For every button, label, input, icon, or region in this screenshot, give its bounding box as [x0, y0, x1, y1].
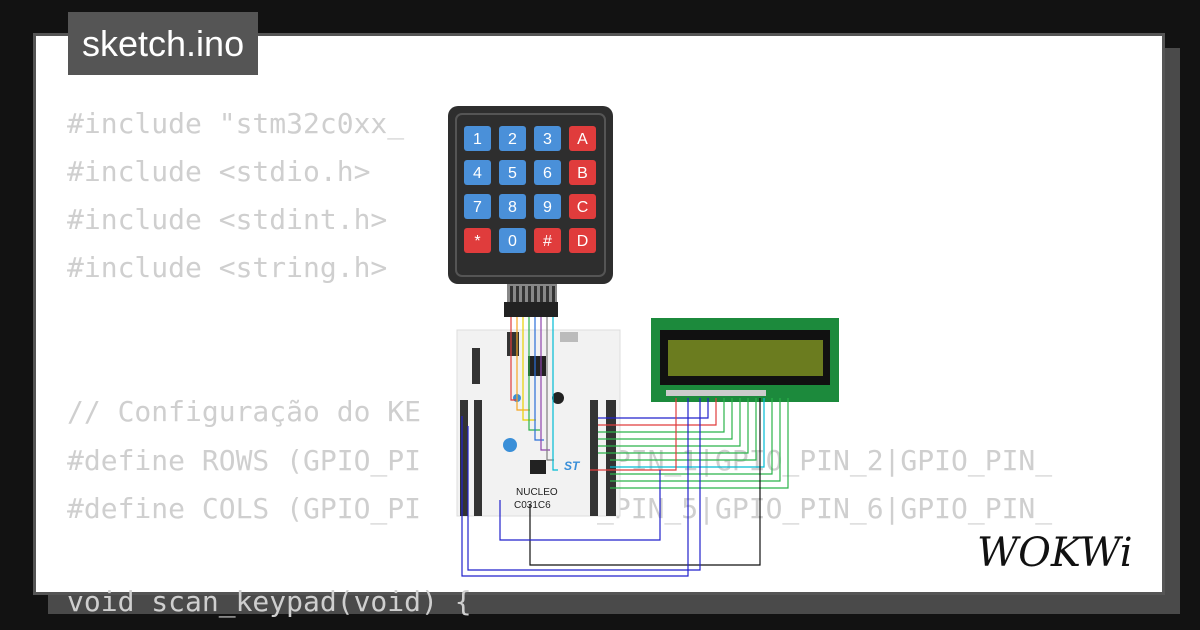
circuit-diagram: 1 2 3 A 4 5 6 B 7 8 9 C * 0 # D ST NUCLEO C031C6: [448, 106, 839, 577]
wokwi-logo: WOKWi: [977, 530, 1133, 576]
keypad-key-D[interactable]: [569, 228, 596, 253]
board-brand: ST: [564, 459, 581, 473]
code-line-2: #include <stdio.h>: [67, 155, 371, 188]
keypad-key-label: 6: [543, 165, 552, 182]
keypad-key-9[interactable]: [534, 194, 561, 219]
keypad-key-label: 3: [543, 131, 552, 148]
code-line-8: #define ROWS (GPIO_PI: [67, 444, 422, 477]
lcd-display[interactable]: [651, 318, 839, 402]
keypad-key-B[interactable]: [569, 160, 596, 185]
keypad-key-6[interactable]: [534, 160, 561, 185]
keypad-key-label: 4: [473, 165, 482, 182]
board-label-bottom: C031C6: [514, 500, 551, 511]
keypad-key-4[interactable]: [464, 160, 491, 185]
keypad-key-7[interactable]: [464, 194, 491, 219]
keypad-key-label: A: [577, 131, 588, 148]
keypad-key-2[interactable]: [499, 126, 526, 151]
keypad-key-label: D: [577, 233, 589, 250]
keypad-key-C[interactable]: [569, 194, 596, 219]
code-line-7: // Configuração do KE: [67, 395, 422, 428]
code-line-1: #include "stm32c0xx_: [67, 107, 405, 140]
board-label-top: NUCLEO: [516, 487, 558, 498]
keypad-key-label: #: [543, 233, 552, 250]
keypad-key-#[interactable]: [534, 228, 561, 253]
code-line-9-tail: _PIN_5|GPIO_PIN_6|GPIO_PIN_: [597, 492, 1053, 525]
keypad-key-label: C: [577, 199, 589, 216]
keypad-key-label: 7: [473, 199, 482, 216]
keypad-key-label: 1: [473, 131, 482, 148]
code-preview: #include "stm32c0xx_ #include <stdio.h> …: [67, 0, 1052, 618]
keypad-key-*[interactable]: [464, 228, 491, 253]
keypad-key-label: 0: [508, 233, 517, 250]
keypad-key-8[interactable]: [499, 194, 526, 219]
keypad-key-label: 5: [508, 165, 517, 182]
keypad-key-label: B: [577, 165, 588, 182]
keypad-key-1[interactable]: [464, 126, 491, 151]
keypad-key-label: 2: [508, 131, 517, 148]
nucleo-board[interactable]: ST NUCLEO C031C6: [456, 329, 621, 517]
wires: [461, 317, 789, 577]
keypad-key-label: 9: [543, 199, 552, 216]
keypad[interactable]: 1 2 3 A 4 5 6 B 7 8 9 C * 0 # D: [448, 106, 613, 317]
keypad-key-A[interactable]: [569, 126, 596, 151]
file-tab[interactable]: sketch.ino: [68, 12, 259, 75]
keypad-key-0[interactable]: [499, 228, 526, 253]
keypad-key-3[interactable]: [534, 126, 561, 151]
wokwi-logo-text: WOKWi: [977, 530, 1133, 576]
keypad-key-5[interactable]: [499, 160, 526, 185]
code-line-3: #include <stdint.h>: [67, 203, 388, 236]
code-line-9: #define COLS (GPIO_PI: [67, 492, 422, 525]
keypad-key-label: *: [474, 233, 480, 250]
keypad-key-label: 8: [508, 199, 517, 216]
code-line-4: #include <string.h>: [67, 251, 388, 284]
code-line-11: void scan_keypad(void) {: [67, 585, 472, 618]
